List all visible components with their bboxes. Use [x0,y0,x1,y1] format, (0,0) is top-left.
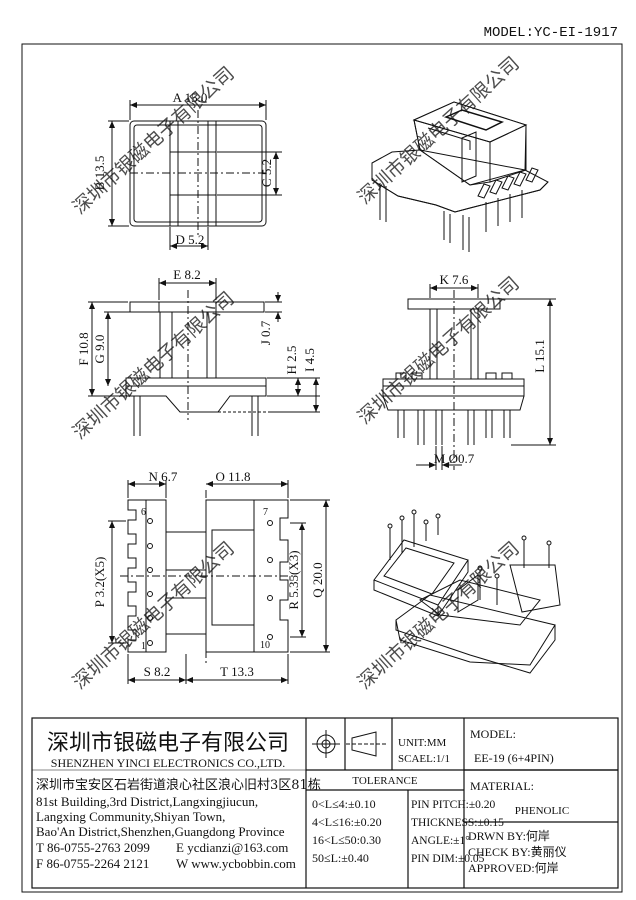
dim-b-label: B 13.5 [92,156,107,191]
company-name-cn: 深圳市银磁电子有限公司 [47,731,289,756]
top-view [108,100,282,250]
dim-k-label: K 7.6 [440,272,469,287]
company-name-en: SHENZHEN YINCI ELECTRONICS CO.,LTD. [51,756,285,770]
model-label: MODEL:YC-EI-1917 [484,25,618,41]
company-address-cn: 深圳市宝安区石岩街道浪心社区浪心旧村3区81栋 [36,777,321,793]
dim-g-label: G 9.0 [92,335,107,364]
pin-label-1: 1 [141,641,146,652]
dim-s-label: S 8.2 [144,664,171,679]
scale-label: SCAEL:1/1 [398,753,450,765]
dim-o-label: O 11.8 [216,469,251,484]
dim-i-label: I 4.5 [302,348,317,372]
tolerance-4: 50≤L:±0.40 [312,851,369,865]
iso-view-bottom [373,509,561,674]
dim-a-label: A 15.0 [173,90,208,105]
unit-label: UNIT:MM [398,737,447,749]
projection-symbol-icon [312,730,388,758]
pin-label-10: 10 [260,640,270,651]
tolerance-2: 4<L≤16:±0.20 [312,815,382,829]
model-title: MODEL: [470,727,516,741]
tolerance-title: TOLERANCE [352,775,417,787]
pin-tolerance-3: ANGLE:±1° [411,835,470,847]
material-value: PHENOLIC [515,805,569,817]
side-view [382,284,556,470]
dim-h-label: H 2.5 [284,346,299,375]
company-web: W www.ycbobbin.com [176,856,296,871]
company-address-en-3: Bao'An District,Shenzhen,Guangdong Provi… [36,824,285,839]
drawn-by: DRWN BY:何岸 [468,829,550,843]
dim-e-label: E 8.2 [173,267,200,282]
dim-p-label: P 3.2(X5) [92,557,107,608]
watermark-4: 深圳市银磁电子有限公司 [354,273,524,429]
iso-view-top [371,101,549,252]
dim-j-label: J 0.7 [258,320,273,345]
sheet-border [21,43,623,893]
approved-by: APPROVED:何岸 [468,861,559,875]
company-email: E ycdianzi@163.com [176,840,288,855]
title-block [31,717,619,889]
pin-tolerance-4: PIN DIM:±0.05 [411,853,485,865]
company-address-en-2: Langxing Community,Shiyan Town, [36,809,225,824]
tolerance-1: 0<L≤4:±0.10 [312,797,376,811]
pin-label-6: 6 [141,507,146,518]
material-title: MATERIAL: [470,779,534,793]
watermark-6: 深圳市银磁电子有限公司 [354,538,524,694]
tolerance-3: 16<L≤50:0.30 [312,833,381,847]
company-fax: F 86-0755-2264 2121 [36,856,149,871]
bottom-view [108,480,330,684]
dim-q-label: Q 20.0 [310,562,325,597]
dim-c-label: C 5.2 [259,159,274,187]
pin-label-7: 7 [263,507,268,518]
watermark-3: 深圳市银磁电子有限公司 [69,288,239,444]
dim-t-label: T 13.3 [220,664,254,679]
model-value: EE-19 (6+4PIN) [474,751,554,765]
dim-f-label: F 10.8 [76,332,91,365]
pin-tolerance-2: THICKNESS:±0.15 [411,817,504,829]
check-by: CHECK BY:黄丽仪 [468,845,567,859]
front-view [88,278,320,436]
pin-tolerance-1: PIN PITCH:±0.20 [411,799,496,811]
company-tel: T 86-0755-2763 2099 [36,840,150,855]
dim-r-label: R 5.35(X3) [286,550,301,609]
dim-n-label: N 6.7 [149,469,178,484]
dim-l-label: L 15.1 [532,339,547,372]
dim-d-label: D 5.2 [176,232,205,247]
company-address-en-1: 81st Building,3rd District,Langxingjiucu… [36,794,258,809]
dim-m-label: M Ø0.7 [434,451,475,466]
